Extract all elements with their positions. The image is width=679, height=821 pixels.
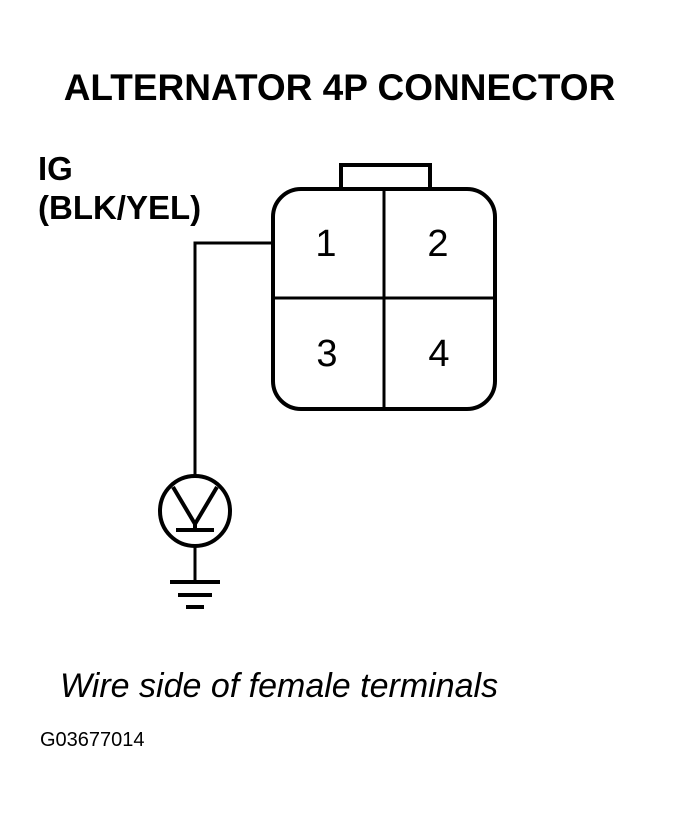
wire-color-label: (BLK/YEL): [38, 189, 202, 226]
diagram-title: ALTERNATOR 4P CONNECTOR: [63, 67, 616, 108]
ground-icon: [170, 580, 220, 609]
pin-2-label: 2: [427, 223, 448, 265]
wire-circuit-label: IG: [38, 150, 73, 187]
pin-1-label: 1: [315, 223, 336, 265]
pin-4-label: 4: [428, 333, 449, 375]
probe-wire: [193, 241, 273, 475]
connector-lock-tab: [339, 163, 432, 191]
voltmeter-icon: [158, 474, 232, 548]
figure-id: G03677014: [40, 729, 145, 751]
pin-3-label: 3: [316, 333, 337, 375]
diagram-caption: Wire side of female terminals: [60, 667, 499, 705]
